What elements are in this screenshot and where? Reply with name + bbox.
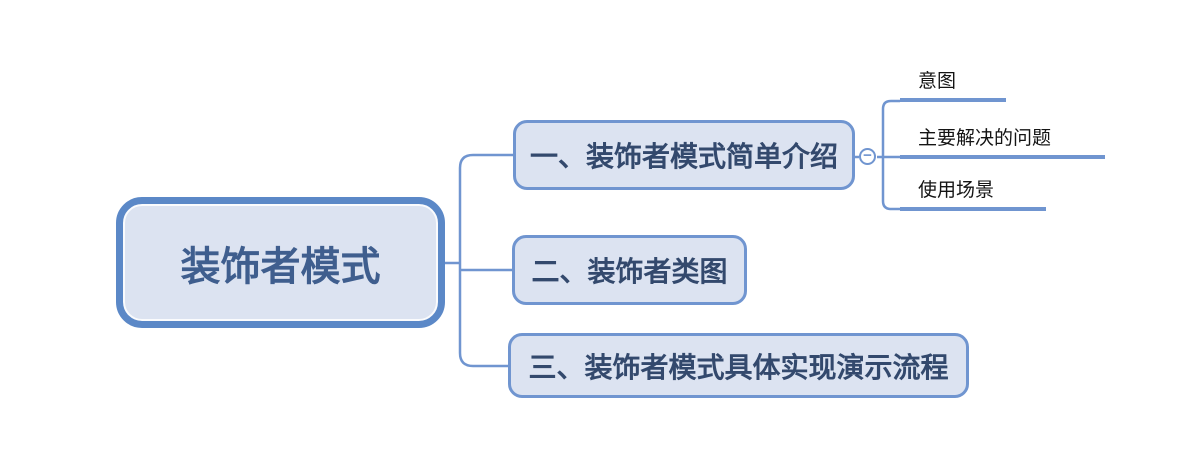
root-topic[interactable]: 装饰者模式: [116, 197, 445, 328]
branch-topic-1[interactable]: 一、装饰者模式简单介绍: [513, 120, 855, 190]
subtopic-scenarios-label: 使用场景: [918, 180, 995, 201]
branch-topic-3-label: 三、装饰者模式具体实现演示流程: [528, 351, 949, 383]
subtopic-scenarios[interactable]: 使用场景: [900, 177, 1046, 211]
branch-topic-1-label: 一、装饰者模式简单介绍: [529, 141, 838, 172]
subtopic-problems[interactable]: 主要解决的问题: [900, 125, 1105, 159]
root-topic-label: 装饰者模式: [180, 244, 381, 289]
branch-topic-2-label: 二、装饰者类图: [531, 256, 728, 287]
branch-topic-3[interactable]: 三、装饰者模式具体实现演示流程: [508, 333, 969, 398]
minus-icon: −: [863, 147, 872, 164]
branch-trunk-line: [458, 153, 513, 368]
subtopic-intent[interactable]: 意图: [900, 68, 1006, 102]
subtopic-trunk-line: [881, 99, 900, 211]
collapse-toggle-minus[interactable]: −: [859, 148, 876, 165]
subtopic-problems-label: 主要解决的问题: [918, 128, 1052, 149]
subtopic-intent-label: 意图: [918, 71, 957, 92]
branch-topic-2[interactable]: 二、装饰者类图: [512, 235, 747, 305]
